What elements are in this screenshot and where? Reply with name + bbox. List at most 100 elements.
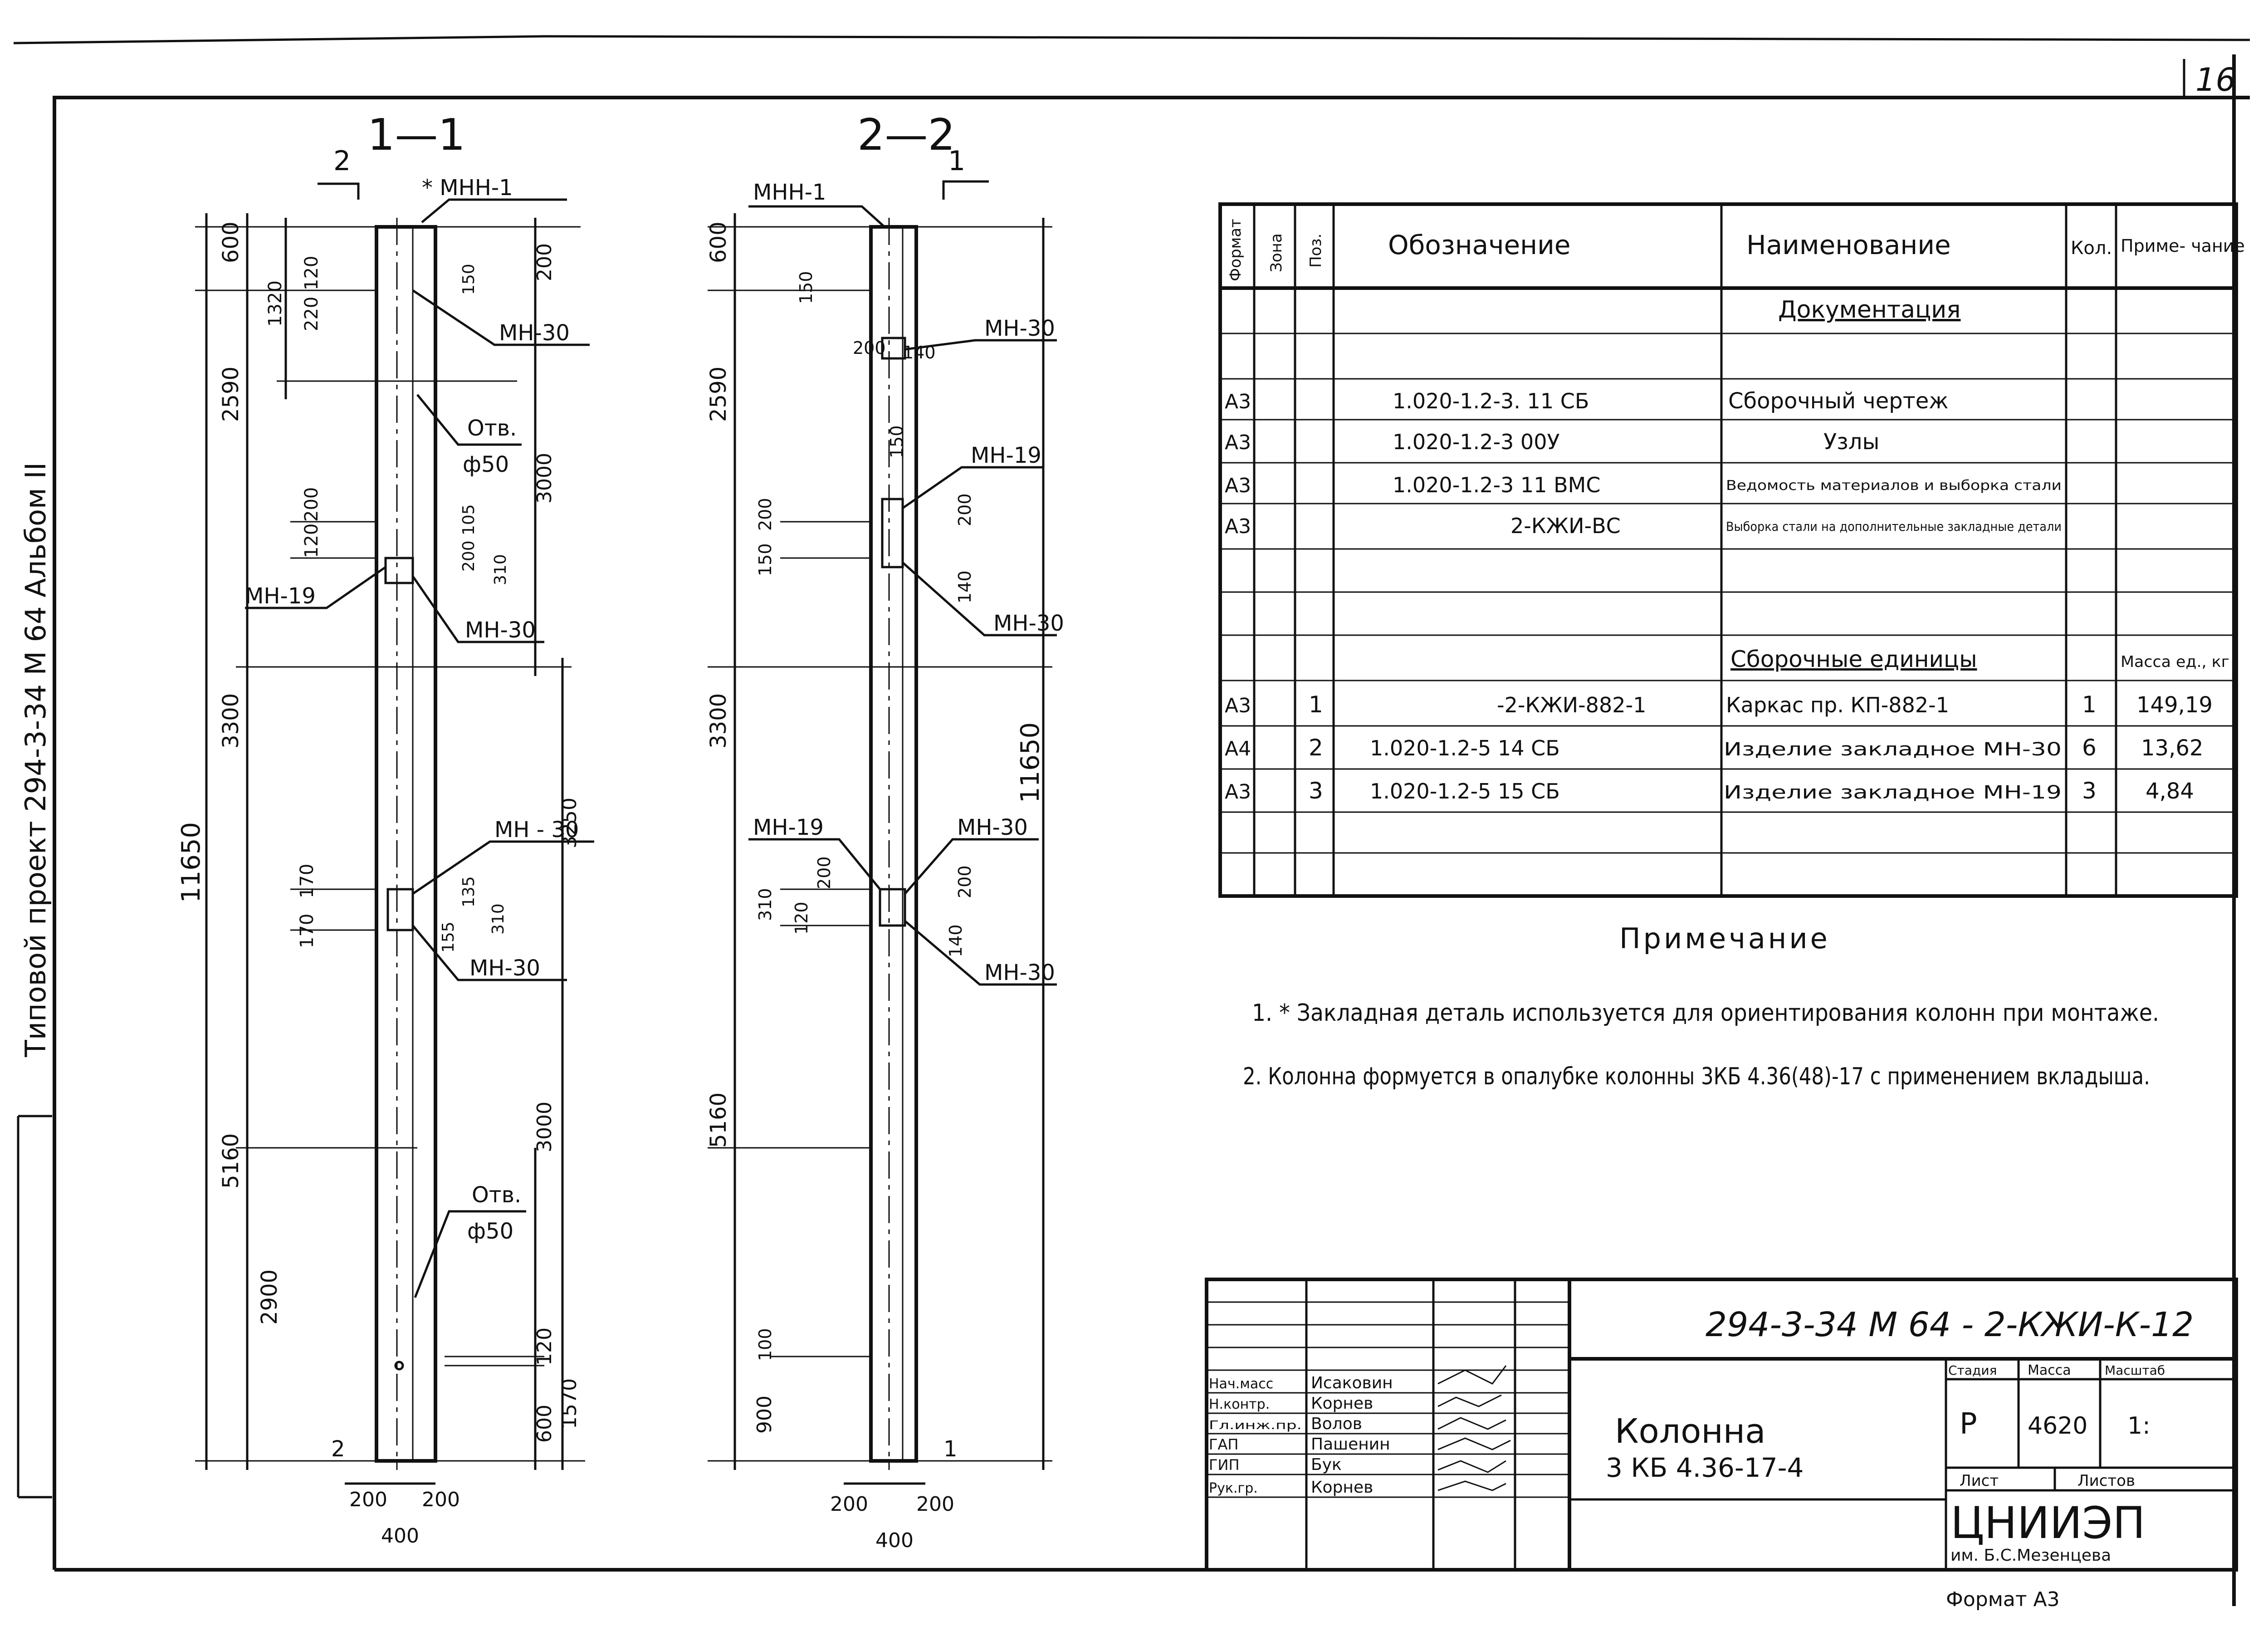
dim2-i-100: 100: [755, 1328, 775, 1361]
section-2-title: 2—2: [857, 110, 955, 160]
embed-2a: [881, 498, 904, 568]
section-1-title: 1—1: [367, 110, 465, 160]
page-number: 16: [2195, 61, 2236, 98]
role-5: ГИП: [1209, 1456, 1240, 1474]
dim-s-150: 150: [459, 264, 478, 295]
leader-mn19: [245, 566, 386, 609]
dim-r-1570: 1570: [558, 1378, 581, 1429]
doc-row-1-designation: 1.020-1.2-3. 11 СБ: [1393, 389, 1589, 413]
unit-row-2-format: А4: [1225, 737, 1251, 760]
dim2-i-150b: 150: [887, 425, 907, 458]
leader2-mn19: [902, 466, 1043, 509]
dim2-2590: 2590: [706, 367, 731, 422]
dim2-i-120: 120: [792, 901, 811, 935]
leader-otv1: [416, 394, 522, 446]
dim2-r-200b: 200: [955, 865, 975, 898]
name-3: Волов: [1311, 1415, 1362, 1433]
dim2-r-140b: 140: [946, 924, 966, 957]
unit-row-2-name: Изделие закладное МН-30: [1724, 739, 2062, 760]
doc-row-3-designation: 1.020-1.2-3 11 ВМС: [1393, 473, 1600, 497]
dim-r-200: 200: [533, 243, 556, 281]
label-mn30c: МН - 30: [494, 817, 579, 842]
signatures: [1437, 1365, 1511, 1491]
unit-row-2-note: 13,62: [2141, 735, 2203, 761]
note-1: 1. * Закладная деталь используется для о…: [1252, 999, 2159, 1027]
mass-value: 4620: [2028, 1412, 2087, 1440]
name-2: Корнев: [1311, 1394, 1373, 1413]
unit-row-3-pos: 3: [1309, 778, 1323, 804]
dim-s-200: 200: [459, 540, 478, 572]
dim2-i-200: 200: [853, 338, 886, 358]
spec-table: Формат Зона Поз. Обозначение Наименовани…: [1218, 202, 2245, 898]
label2-mn30b: МН-30: [993, 611, 1064, 636]
col-scale: Масштаб: [2105, 1363, 2165, 1378]
embed-2b: [879, 888, 906, 927]
dim-inner-200: 200: [301, 487, 322, 522]
top-edge-line: [13, 35, 545, 44]
dim-5160: 5160: [218, 1133, 244, 1189]
label-cut2: 2: [331, 1436, 345, 1462]
dim-inner-120: 120: [301, 256, 322, 290]
dim2-b-400: 400: [875, 1529, 914, 1552]
title-block: Нач.масс Исаковин Н.контр. Корнев Гл.инж…: [1205, 1278, 2238, 1572]
leader2-mn30a: [904, 339, 1057, 351]
label-otv2: Отв.: [472, 1182, 521, 1208]
dim2-600: 600: [706, 221, 731, 263]
dim-inner-120b: 120: [301, 524, 322, 558]
title-block-frame: [1205, 1278, 2238, 1572]
notes-block: Примечание 1. * Закладная деталь использ…: [1243, 922, 2159, 1090]
top-edge-line-2: [544, 35, 2250, 41]
label2-mn19b: МН-19: [753, 815, 824, 840]
dim-r-600: 600: [533, 1405, 556, 1443]
role-6: Рук.гр.: [1209, 1480, 1258, 1496]
role-1: Нач.масс: [1209, 1376, 1273, 1392]
dim-s-155: 155: [439, 921, 458, 953]
label2-mnn1: МНН-1: [753, 180, 826, 205]
name-line-2: 3 КБ 4.36-17-4: [1606, 1452, 1804, 1483]
label-mn30a: МН-30: [499, 320, 570, 346]
role-4: ГАП: [1209, 1436, 1238, 1453]
name-6: Корнев: [1311, 1478, 1373, 1497]
section-2-cut-mark: 1: [948, 145, 965, 177]
label-otv2d: ф50: [467, 1219, 513, 1244]
leader2-mnn1: [748, 205, 885, 228]
unit-row-1-pos: 1: [1309, 691, 1323, 718]
role-3: Гл.инж.пр.: [1209, 1419, 1302, 1432]
hdr-note: Приме- чание: [2121, 236, 2245, 256]
label2-mn19: МН-19: [971, 443, 1041, 468]
dim-3300: 3300: [218, 693, 244, 749]
dim-inner-170b: 170: [297, 864, 318, 898]
label2-mn30c: МН-30: [957, 815, 1028, 840]
unit-row-3-format: А3: [1225, 780, 1251, 803]
section-units: Сборочные единицы: [1730, 646, 1977, 672]
margin-project-text: Типовой проект 294-3-34 М 64 Альбом II: [19, 462, 52, 1058]
unit-row-2-designation: 1.020-1.2-5 14 СБ: [1370, 736, 1560, 760]
dim-s-310b: 310: [489, 903, 508, 935]
dim-inner-1320: 1320: [265, 280, 286, 327]
leader2-mn30d: [904, 920, 1057, 986]
unit-row-3-note: 4,84: [2146, 779, 2194, 804]
hdr-zone: Зона: [1267, 233, 1286, 272]
dim2-i-200b: 200: [755, 498, 775, 531]
unit-row-2-qty: 6: [2082, 735, 2097, 761]
label2-mn30d: МН-30: [984, 960, 1055, 985]
name-4: Пашенин: [1311, 1435, 1390, 1454]
note-2: 2. Колонна формуется в опалубке колонны …: [1243, 1063, 2150, 1090]
doc-row-2-name: Узлы: [1823, 429, 1879, 455]
dim-2900: 2900: [257, 1269, 282, 1325]
spec-table-frame: [1218, 202, 2238, 898]
unit-row-1-designation: -2-КЖИ-882-1: [1497, 693, 1646, 717]
dim-r-3250: 3250: [558, 798, 581, 848]
section-1-1: 1—1 2 600 2590 3300 5160 2900 11650 1320…: [176, 110, 594, 1548]
doc-code: 294-3-34 М 64 - 2-КЖИ-К-12: [1706, 1305, 2194, 1344]
label-otv1d: ф50: [463, 452, 509, 477]
dim-s-105: 105: [459, 504, 478, 535]
hdr-name: Наименование: [1746, 230, 1951, 260]
dim2-i-900: 900: [753, 1396, 776, 1434]
section-1-cut-mark: 2: [333, 145, 351, 177]
cut-arrow-2: [942, 180, 989, 200]
frame-top-left: [53, 96, 2250, 1570]
format-label: Формат А3: [1946, 1588, 2060, 1611]
hdr-qty: Кол.: [2071, 238, 2112, 259]
name-1: Исаковин: [1311, 1374, 1393, 1392]
